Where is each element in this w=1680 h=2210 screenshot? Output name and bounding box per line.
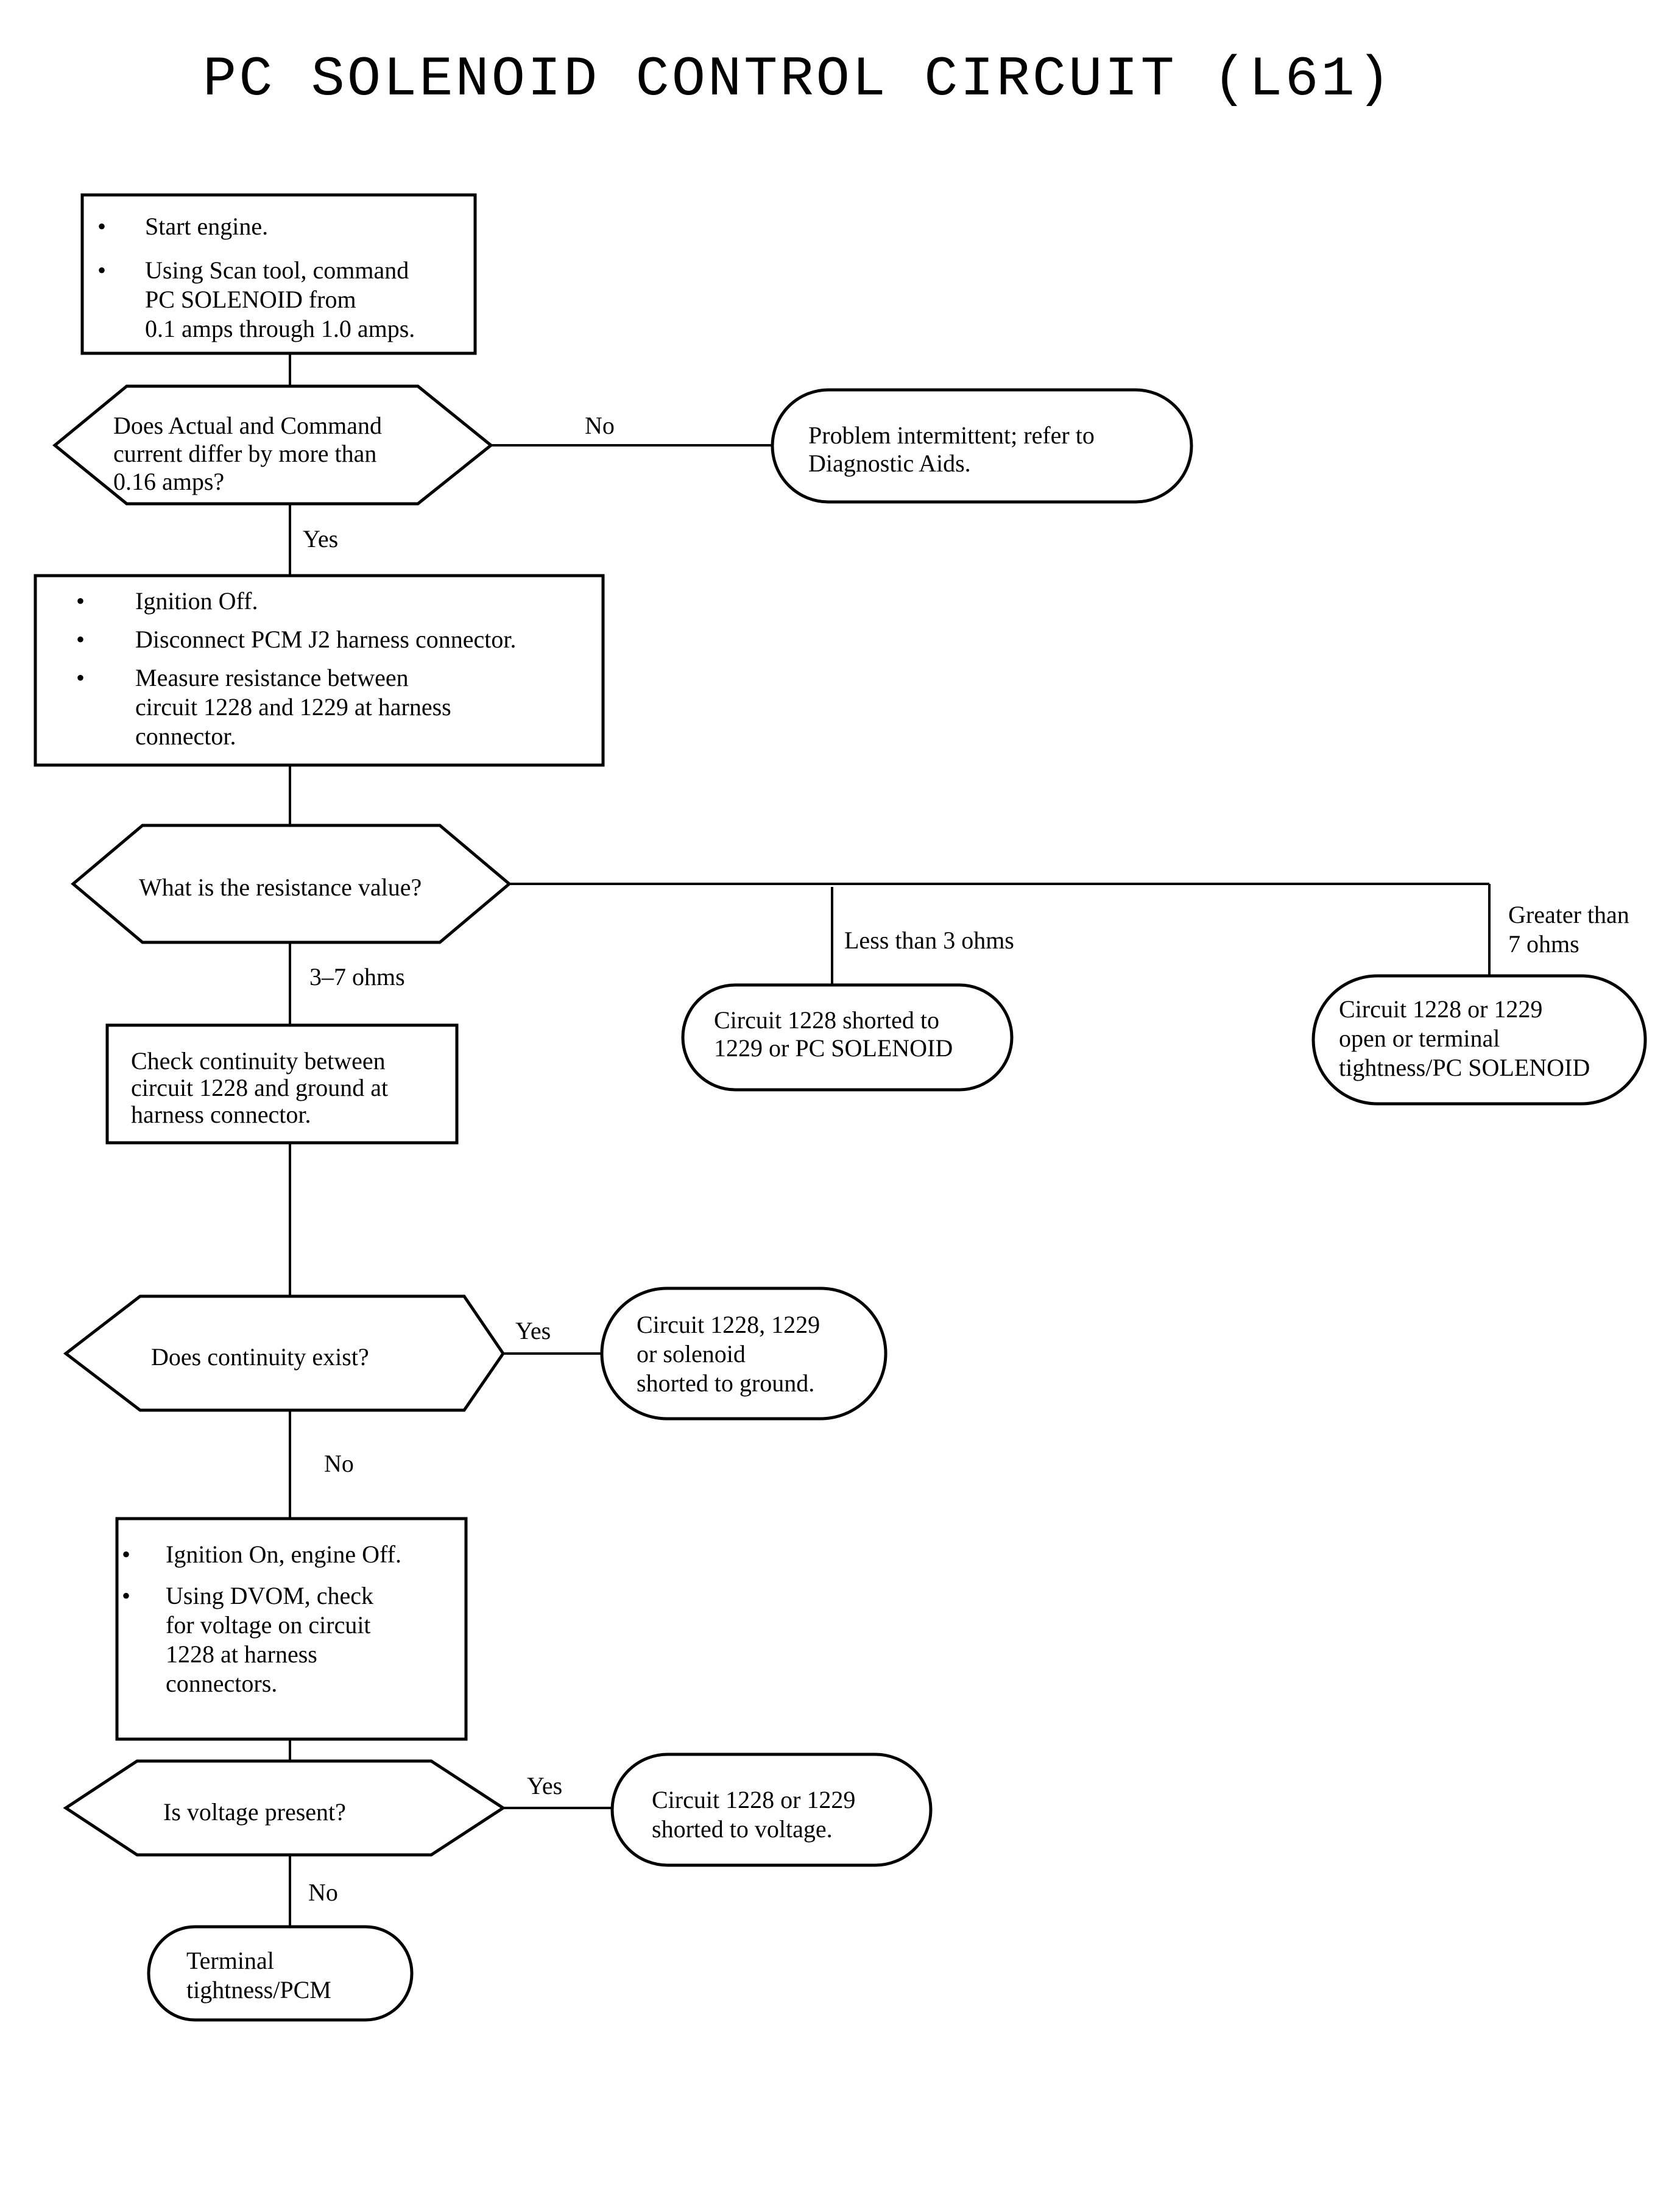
step-text-line: Measure resistance between bbox=[135, 664, 409, 691]
decision-resistance-value-hex bbox=[71, 824, 512, 944]
decision-text-line: Does continuity exist? bbox=[151, 1343, 369, 1371]
bullet-icon: • bbox=[76, 626, 85, 653]
bullet-icon: • bbox=[76, 587, 85, 615]
bullet-icon: • bbox=[76, 664, 85, 691]
branch-label: No bbox=[308, 1879, 338, 1906]
branch-label: 7 ohms bbox=[1508, 930, 1579, 958]
step-text-line: Ignition On, engine Off. bbox=[166, 1541, 401, 1568]
bullet-icon: • bbox=[122, 1541, 130, 1568]
step-text-line: Start engine. bbox=[145, 213, 268, 240]
result-text-line: Terminal bbox=[186, 1947, 274, 1974]
decision-current-differ-hex bbox=[52, 384, 493, 506]
step-text-line: Using DVOM, check bbox=[166, 1582, 373, 1609]
step-text-line: circuit 1228 and 1229 at harness bbox=[135, 693, 451, 721]
branch-label: Yes bbox=[303, 525, 338, 552]
result-text-line: tightness/PC SOLENOID bbox=[1339, 1054, 1590, 1081]
decision-text-line: What is the resistance value? bbox=[139, 874, 422, 901]
result-circuit-open-or-terminal bbox=[1311, 974, 1647, 1106]
step-check-continuity-box bbox=[105, 1023, 459, 1145]
result-text-line: Circuit 1228 or 1229 bbox=[652, 1786, 855, 1813]
step-text-line: circuit 1228 and ground at bbox=[131, 1074, 388, 1101]
result-circuit-shorted-to-1229 bbox=[681, 983, 1014, 1092]
step-text-line: 1228 at harness bbox=[166, 1640, 317, 1668]
step-text-line: 0.1 amps through 1.0 amps. bbox=[145, 315, 415, 342]
step-start-engine-box bbox=[80, 193, 477, 355]
bullet-icon: • bbox=[122, 1582, 130, 1609]
bullet-icon: • bbox=[97, 256, 106, 284]
result-text-line: 1229 or PC SOLENOID bbox=[714, 1034, 953, 1062]
result-text-line: Problem intermittent; refer to bbox=[808, 422, 1095, 449]
step-text-line: Check continuity between bbox=[131, 1047, 386, 1075]
connectors bbox=[289, 353, 1491, 1927]
decision-text-line: current differ by more than bbox=[113, 440, 376, 467]
result-terminal-tightness-pcm bbox=[147, 1925, 414, 2022]
result-text-line: Diagnostic Aids. bbox=[808, 450, 971, 477]
branch-label: Yes bbox=[515, 1317, 551, 1344]
branch-label: Greater than bbox=[1508, 901, 1629, 928]
result-text-line: tightness/PCM bbox=[186, 1976, 331, 2003]
page-title: PC SOLENOID CONTROL CIRCUIT (L61) bbox=[203, 48, 1393, 111]
result-text-line: Circuit 1228, 1229 bbox=[637, 1311, 820, 1338]
decision-continuity-hex bbox=[63, 1294, 506, 1412]
step-measure-resistance-box bbox=[34, 574, 605, 767]
step-text-line: Ignition Off. bbox=[135, 587, 258, 615]
branch-label: No bbox=[324, 1450, 354, 1477]
decision-text-line: Is voltage present? bbox=[163, 1798, 346, 1826]
step-text-line: Disconnect PCM J2 harness connector. bbox=[135, 626, 516, 653]
step-text-line: harness connector. bbox=[131, 1101, 311, 1128]
result-text-line: open or terminal bbox=[1339, 1025, 1500, 1052]
step-text-line: connectors. bbox=[166, 1670, 277, 1697]
step-check-voltage-box bbox=[115, 1517, 468, 1741]
step-text-line: connector. bbox=[135, 722, 236, 750]
text-layer: •Start engine.•Using Scan tool, commandP… bbox=[76, 213, 1629, 2003]
result-shorted-to-ground bbox=[600, 1287, 888, 1421]
bullet-icon: • bbox=[97, 213, 106, 240]
result-text-line: shorted to ground. bbox=[637, 1369, 814, 1397]
decision-text-line: 0.16 amps? bbox=[113, 468, 224, 495]
result-text-line: Circuit 1228 or 1229 bbox=[1339, 995, 1542, 1023]
result-text-line: Circuit 1228 shorted to bbox=[714, 1006, 939, 1034]
result-text-line: or solenoid bbox=[637, 1340, 746, 1368]
result-problem-intermittent bbox=[771, 388, 1193, 504]
result-shorted-to-voltage bbox=[610, 1753, 933, 1867]
branch-label: Yes bbox=[527, 1772, 562, 1799]
step-text-line: for voltage on circuit bbox=[166, 1611, 371, 1639]
branch-label: 3–7 ohms bbox=[309, 963, 405, 990]
branch-label: Less than 3 ohms bbox=[844, 927, 1014, 954]
decision-voltage-present-hex bbox=[63, 1759, 506, 1857]
step-text-line: Using Scan tool, command bbox=[145, 256, 409, 284]
result-text-line: shorted to voltage. bbox=[652, 1815, 833, 1843]
branch-label: No bbox=[585, 412, 615, 439]
step-text-line: PC SOLENOID from bbox=[145, 286, 356, 313]
decision-text-line: Does Actual and Command bbox=[113, 412, 382, 439]
